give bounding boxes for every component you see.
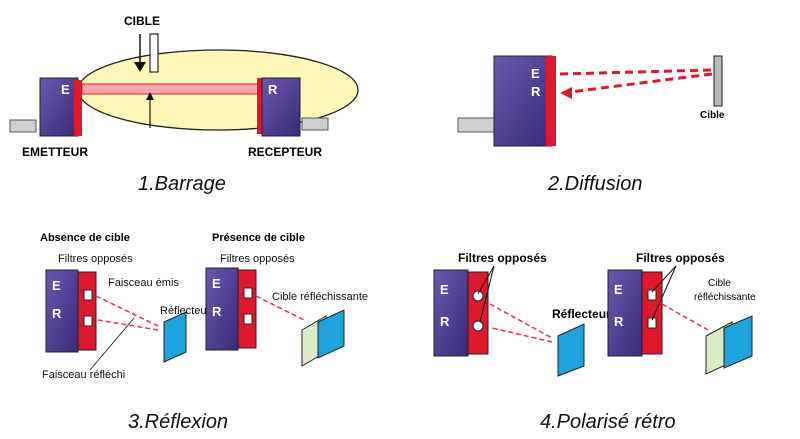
receiver-label: RECEPTEUR	[248, 145, 322, 159]
panel-barrage: E R CIBLE EMETTEUR RECEPTEUR 1.Barrage	[9, 14, 359, 195]
beam-emitted-label: Faisceau émis	[108, 277, 179, 289]
panel-retro: E R Filtres opposés Réflecteur E R Filtr…	[433, 251, 756, 433]
filters-label-left: Filtres opposés	[58, 253, 133, 265]
arrow-up-icon	[146, 92, 154, 100]
emitter-lens	[74, 80, 82, 136]
sensor-front-left	[77, 271, 97, 351]
sensor-body-right	[607, 269, 643, 357]
sensor-body-left	[45, 269, 79, 353]
reflective-target-label: Cible réfléchissante	[272, 291, 368, 303]
letter-e-left: E	[52, 278, 61, 293]
letter-r-left: R	[440, 314, 450, 329]
emitted-beam	[559, 68, 713, 76]
caption-diffusion: 2.Diffusion	[547, 173, 643, 195]
letter-r-right: R	[212, 304, 222, 319]
letter-e-right: E	[614, 282, 623, 297]
reflected-beam	[97, 319, 159, 331]
caption-retro: 4.Polarisé rétro	[540, 411, 676, 433]
sensor-lens	[546, 56, 556, 146]
pointer-line-2	[479, 265, 495, 323]
letter-r: R	[531, 84, 541, 99]
receiver-connector	[301, 117, 329, 131]
arrow-left-icon	[560, 87, 572, 99]
emitted-beam-2	[255, 295, 305, 321]
returned-beam	[491, 327, 553, 343]
pointer-line-1	[477, 265, 495, 295]
returned-beam	[561, 72, 713, 95]
reflector-label: Réflecteur	[552, 307, 611, 321]
filter-window-4	[243, 313, 253, 325]
absence-title: Absence de cible	[40, 232, 130, 244]
emitter-label: EMETTEUR	[22, 145, 88, 159]
polar-filter-4	[647, 317, 657, 329]
panel-reflexion: Absence de cible Présence de cible E R F…	[40, 232, 368, 433]
arrow-head-icon	[134, 62, 146, 72]
emitted-beam	[489, 303, 553, 339]
filter-window-1	[83, 289, 93, 301]
sensor-front-left	[467, 271, 489, 355]
beam-reflected-label: Faisceau réfléchi	[42, 369, 125, 381]
receiver-letter: R	[268, 82, 278, 97]
receiver-lens	[257, 78, 265, 134]
reflector	[163, 311, 187, 363]
sensor-connector	[457, 117, 497, 133]
target-label: Cible	[700, 110, 725, 121]
emitted-beam	[95, 295, 159, 327]
filter-window-3	[243, 287, 253, 299]
receiver-body	[261, 77, 301, 137]
sensor-body-right	[205, 267, 239, 351]
pointer-line-4	[651, 265, 677, 321]
reflector-label: Réflecteur	[160, 305, 210, 317]
caption-reflexion: 3.Réflexion	[128, 411, 228, 433]
sensor-front-right	[641, 271, 663, 355]
emitter-body	[39, 77, 79, 137]
filters-label-left: Filtres opposés	[458, 251, 547, 265]
diffusion-target	[713, 55, 723, 107]
letter-r-right: R	[614, 314, 624, 329]
polar-filter-2	[472, 320, 484, 332]
pointer-line	[89, 317, 135, 371]
sensor-front-right	[237, 269, 257, 349]
pointer-line-3	[651, 265, 677, 293]
light-beam	[81, 83, 259, 95]
reflector	[557, 323, 585, 377]
panel-diffusion: E R Cible 2.Diffusion	[457, 55, 725, 195]
letter-r-left: R	[52, 306, 62, 321]
presence-title: Présence de cible	[212, 232, 305, 244]
emitter-connector	[9, 119, 37, 133]
target-plate	[149, 33, 159, 73]
reflector-behind	[723, 315, 753, 369]
emitter-letter: E	[61, 82, 70, 97]
target-label-line2: réfléchissante	[694, 292, 756, 303]
target-label-line1: Cible	[708, 278, 731, 289]
letter-e-right: E	[212, 276, 221, 291]
caption-barrage: 1.Barrage	[138, 173, 226, 195]
sensor-body	[493, 55, 553, 147]
polar-filter-3	[647, 289, 657, 301]
letter-e-left: E	[440, 282, 449, 297]
filter-window-2	[83, 315, 93, 327]
sensor-body-left	[433, 269, 469, 357]
polar-filter-1	[472, 290, 484, 302]
filters-label-right: Filtres opposés	[636, 251, 725, 265]
filters-label-right: Filtres opposés	[220, 253, 295, 265]
letter-e: E	[531, 66, 540, 81]
emitted-beam-2	[661, 303, 709, 331]
target-label: CIBLE	[124, 14, 160, 28]
reflector-behind	[317, 309, 345, 359]
